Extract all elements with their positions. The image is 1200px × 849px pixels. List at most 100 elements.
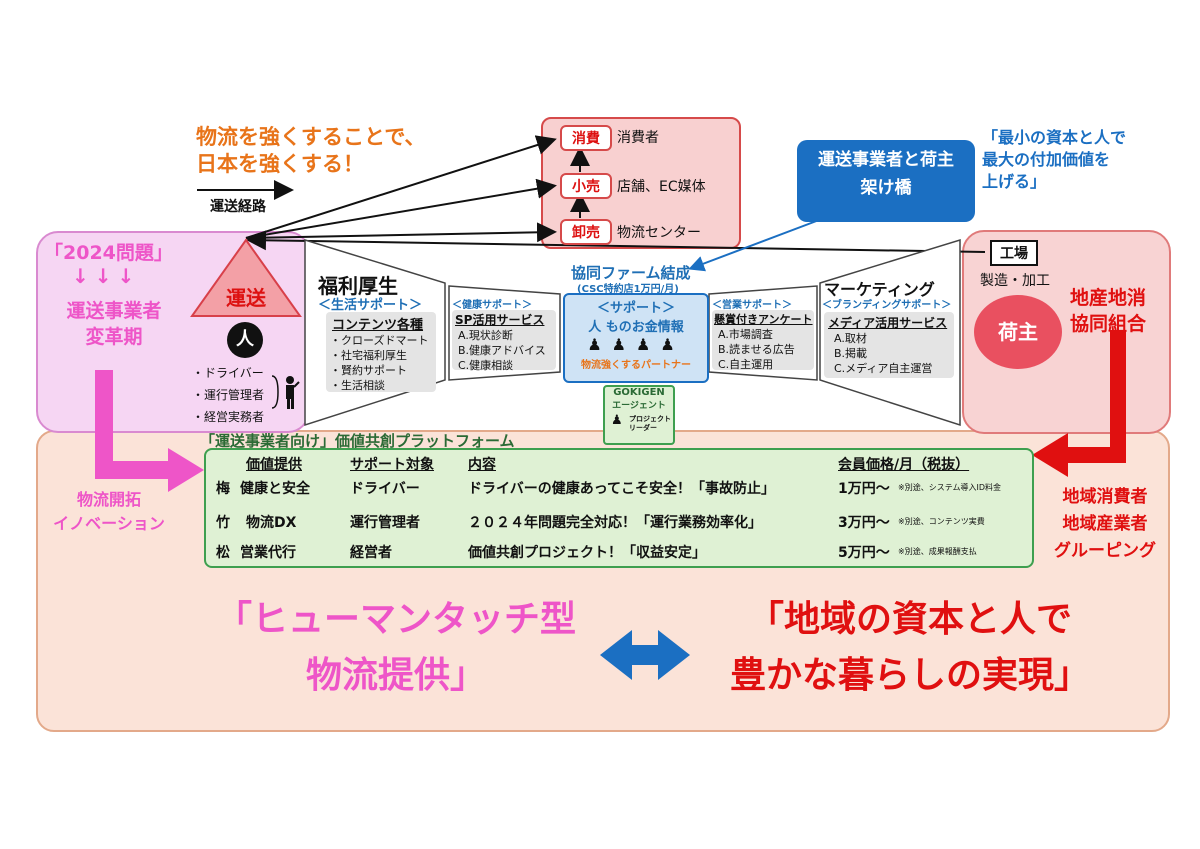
health-item: A.現状診断 — [458, 329, 513, 342]
row-content: ドライバーの健康あってこそ安全！「事故防止」 — [468, 481, 776, 497]
leader-icon: ♟ — [611, 413, 623, 428]
row-value: 健康と安全 — [240, 481, 310, 497]
sales-section: 懸賞付きアンケート — [714, 313, 813, 326]
support-items: 人 ものお金情報 — [588, 320, 684, 335]
marketing-item: C.メディア自主運営 — [834, 362, 933, 375]
regional-slogan: 「地域の資本と人で 豊かな暮らしの実現」 — [700, 592, 1120, 704]
regional-line2: 豊かな暮らしの実現」 — [729, 655, 1090, 696]
health-section: SP活用サービス — [455, 313, 545, 327]
marketing-section: メディア活用サービス — [828, 316, 948, 330]
health-items: A.現状診断 B.健康アドバイス C.健康相談 — [458, 328, 556, 373]
transport-label: 運送 — [226, 286, 266, 310]
carrier-line1: 運送事業者 — [66, 300, 162, 322]
sales-item: C.自主運用 — [718, 358, 774, 371]
route-label: 運送経路 — [210, 199, 266, 215]
row-value: 営業代行 — [240, 545, 296, 561]
platform-title: 「運送事業者向け」価値共創プラットフォーム — [200, 432, 515, 450]
retail-tag: 小売 — [560, 173, 612, 199]
sales-items: A.市場調査 B.読ませる広告 C.自主運用 — [718, 327, 814, 372]
welfare-subtitle: ＜生活サポート＞ — [318, 298, 423, 313]
person-icon: ♟ — [636, 335, 661, 354]
human-touch-line1: 「ヒューマンタッチ型 — [215, 599, 576, 640]
role-driver: ・ドライバー — [192, 366, 264, 380]
row-note: ※別途、システム導入ID料金 — [898, 483, 1001, 492]
welfare-item: ・賢約サポート — [330, 364, 407, 377]
row-note: ※別途、コンテンツ実費 — [898, 517, 985, 526]
local-line2: 協同組合 — [1070, 313, 1147, 335]
health-subtitle: ＜健康サポート＞ — [452, 300, 532, 311]
issue-2024-title: 「2024問題」 — [44, 242, 173, 264]
bridge-line1: 運送事業者と荷主 — [818, 150, 954, 170]
marketing-subtitle: ＜ブランディングサポート＞ — [822, 300, 952, 311]
header-value: 価値提供 — [246, 457, 302, 473]
wholesale-tag: 卸売 — [560, 219, 612, 245]
factory-box: 工場 — [990, 240, 1038, 266]
welfare-section: コンテンツ各種 — [332, 318, 424, 333]
marketing-item: A.取材 — [834, 332, 867, 345]
welfare-items: ・クローズドマート ・社宅福利厚生 ・賢約サポート ・生活相談 — [330, 333, 436, 393]
health-item: B.健康アドバイス — [458, 344, 546, 357]
header-target: サポート対象 — [350, 457, 434, 473]
marketing-items: A.取材 B.掲載 C.メディア自主運営 — [834, 331, 954, 376]
welfare-item: ・生活相談 — [330, 379, 385, 392]
marketing-title: マーケティング — [824, 280, 935, 299]
slogan: 物流を強くすることで、 日本を強くする！ — [196, 124, 426, 178]
slogan-line1: 物流を強くすることで、 — [196, 125, 426, 149]
local-line1: 地産地消 — [1070, 287, 1147, 309]
coop-farm-title: 協同ファーム結成 — [571, 264, 691, 282]
innovation-line2: イノベーション — [53, 514, 165, 533]
row-content: ２０２４年問題完全対応！「運行業務効率化」 — [468, 515, 762, 531]
row-price: 3万円〜 — [838, 515, 890, 531]
person-icon: ♟ — [611, 335, 636, 354]
agent-box: GOKIGEN エージェント ♟ プロジェクトリーダー — [603, 385, 675, 445]
row-target: 運行管理者 — [350, 515, 420, 531]
row-target: 経営者 — [350, 545, 392, 561]
role-manager: ・運行管理者 — [192, 388, 265, 402]
row-price: 5万円〜 — [838, 545, 890, 561]
row-value: 物流DX — [246, 515, 297, 531]
row-rank: 梅 — [216, 481, 230, 497]
factory-sub: 製造・加工 — [980, 273, 1050, 289]
innovation-label: 物流開拓 イノベーション — [44, 488, 174, 536]
row-price: 1万円〜 — [838, 481, 890, 497]
partner-label: 物流強くするパートナー — [581, 360, 691, 371]
down-arrows: ↓↓↓ — [72, 264, 141, 288]
quote-top-right: 「最小の資本と人で 最大の付加価値を 上げる」 — [982, 127, 1126, 193]
grouping-line2: 地域産業者 — [1062, 514, 1148, 534]
wholesale-text: 物流センター — [617, 225, 701, 241]
regional-line1: 「地域の資本と人で — [747, 599, 1072, 640]
sales-item: B.読ませる広告 — [718, 343, 795, 356]
presenter-icon — [271, 375, 300, 409]
quote-line1: 「最小の資本と人で — [982, 128, 1127, 147]
person-icon: ♟ — [587, 335, 612, 354]
role-executive: ・経営実務者 — [192, 410, 265, 424]
welfare-item: ・クローズドマート — [330, 334, 429, 347]
support-title: ＜サポート＞ — [596, 301, 675, 316]
carrier-change-text: 運送事業者 変革期 — [54, 298, 174, 350]
row-rank: 松 — [216, 545, 230, 561]
header-price: 会員価格/月（税抜） — [838, 457, 970, 473]
welfare-item: ・社宅福利厚生 — [330, 349, 407, 362]
bridge-line2: 架け橋 — [860, 178, 912, 198]
quote-line3: 上げる」 — [982, 172, 1047, 191]
coop-farm-sub: (CSC特約店1万円/月) — [577, 284, 679, 295]
agent-sub: エージェント — [612, 401, 666, 411]
local-coop: 地産地消 協同組合 — [1070, 285, 1146, 337]
sales-subtitle: ＜営業サポート＞ — [712, 300, 792, 311]
consume-tag: 消費 — [560, 125, 612, 151]
sales-box: 懸賞付きアンケート A.市場調査 B.読ませる広告 C.自主運用 — [712, 310, 814, 372]
slogan-line2: 日本を強くする！ — [196, 152, 364, 176]
transport-triangle — [190, 238, 302, 317]
retail-text: 店舗、EC媒体 — [617, 179, 706, 195]
welfare-title: 福利厚生 — [318, 274, 398, 298]
support-box: ＜サポート＞ 人 ものお金情報 ♟♟♟♟ 物流強くするパートナー — [563, 293, 709, 383]
agent-title: GOKIGEN — [613, 387, 665, 398]
carrier-line2: 変革期 — [85, 326, 143, 348]
marketing-item: B.掲載 — [834, 347, 868, 360]
grouping-line1: 地域消費者 — [1062, 487, 1148, 507]
sales-item: A.市場調査 — [718, 328, 773, 341]
innovation-line1: 物流開拓 — [76, 490, 141, 509]
person-icon: 人 — [227, 322, 263, 358]
agent-role: プロジェクトリーダー — [629, 415, 671, 432]
shipper-circle: 荷主 — [974, 295, 1062, 369]
